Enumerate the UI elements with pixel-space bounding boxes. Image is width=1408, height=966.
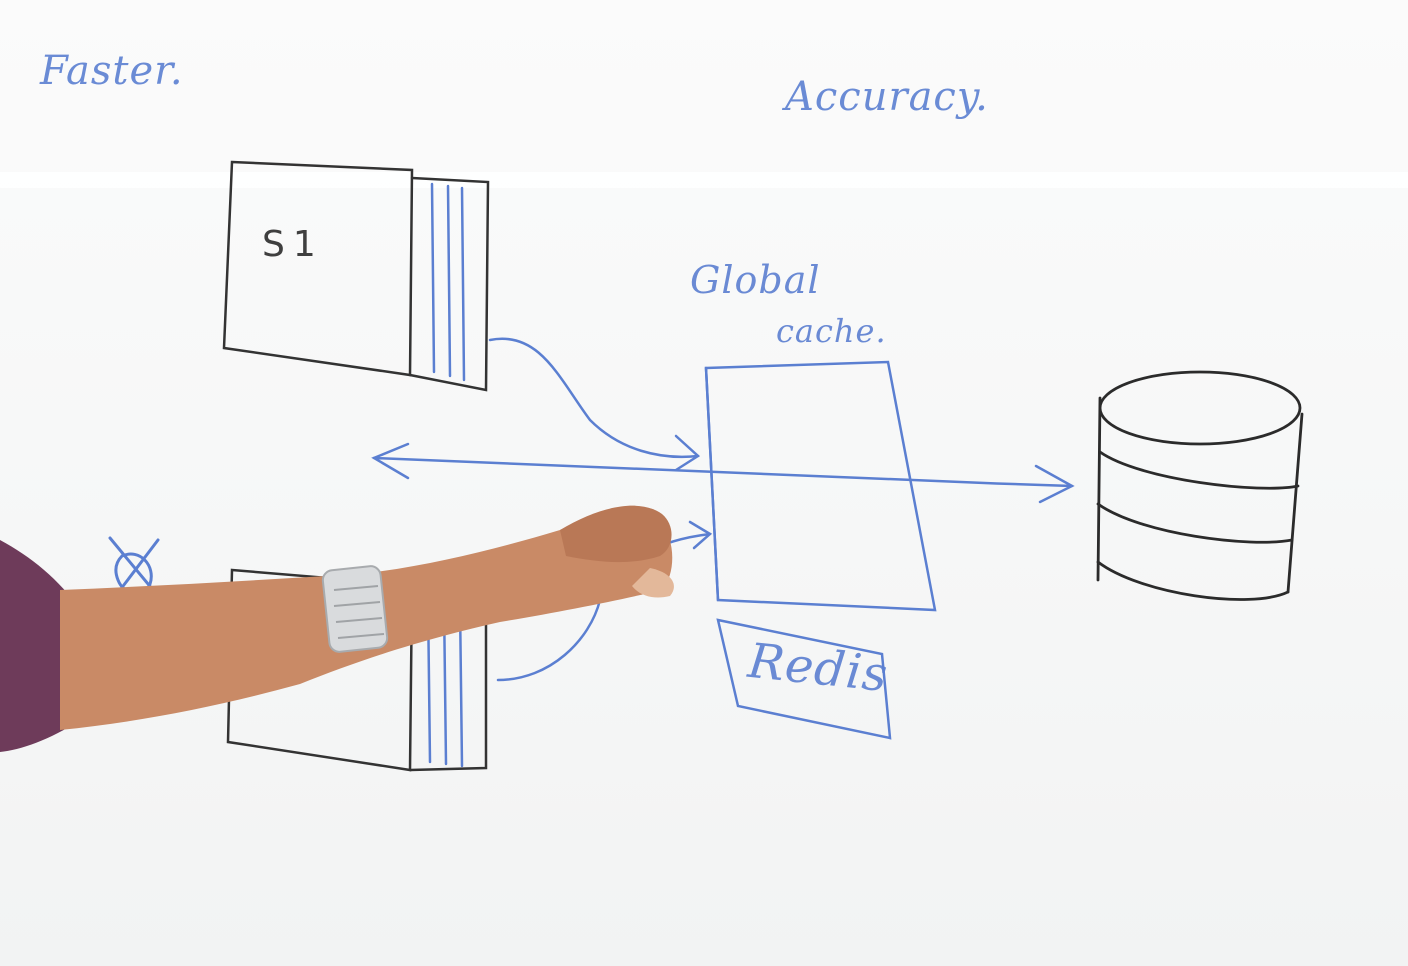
glare-band [0, 172, 1408, 188]
database-cylinder-icon [1096, 370, 1304, 601]
global-cache-box [704, 360, 937, 612]
server-s1-label: S1 [262, 224, 324, 265]
global-cache-label-line2: cache. [776, 312, 887, 350]
accuracy-label: Accuracy. [785, 74, 989, 120]
server-s1-box [222, 160, 490, 392]
s1-to-cache-arrow [488, 337, 701, 472]
presenter-arm [0, 505, 674, 752]
redis-box [716, 618, 892, 740]
faster-label: Faster. [40, 48, 184, 94]
watch-icon [321, 565, 389, 653]
bidirectional-arrow [371, 442, 1075, 504]
global-cache-label-line1: Global [690, 258, 821, 302]
